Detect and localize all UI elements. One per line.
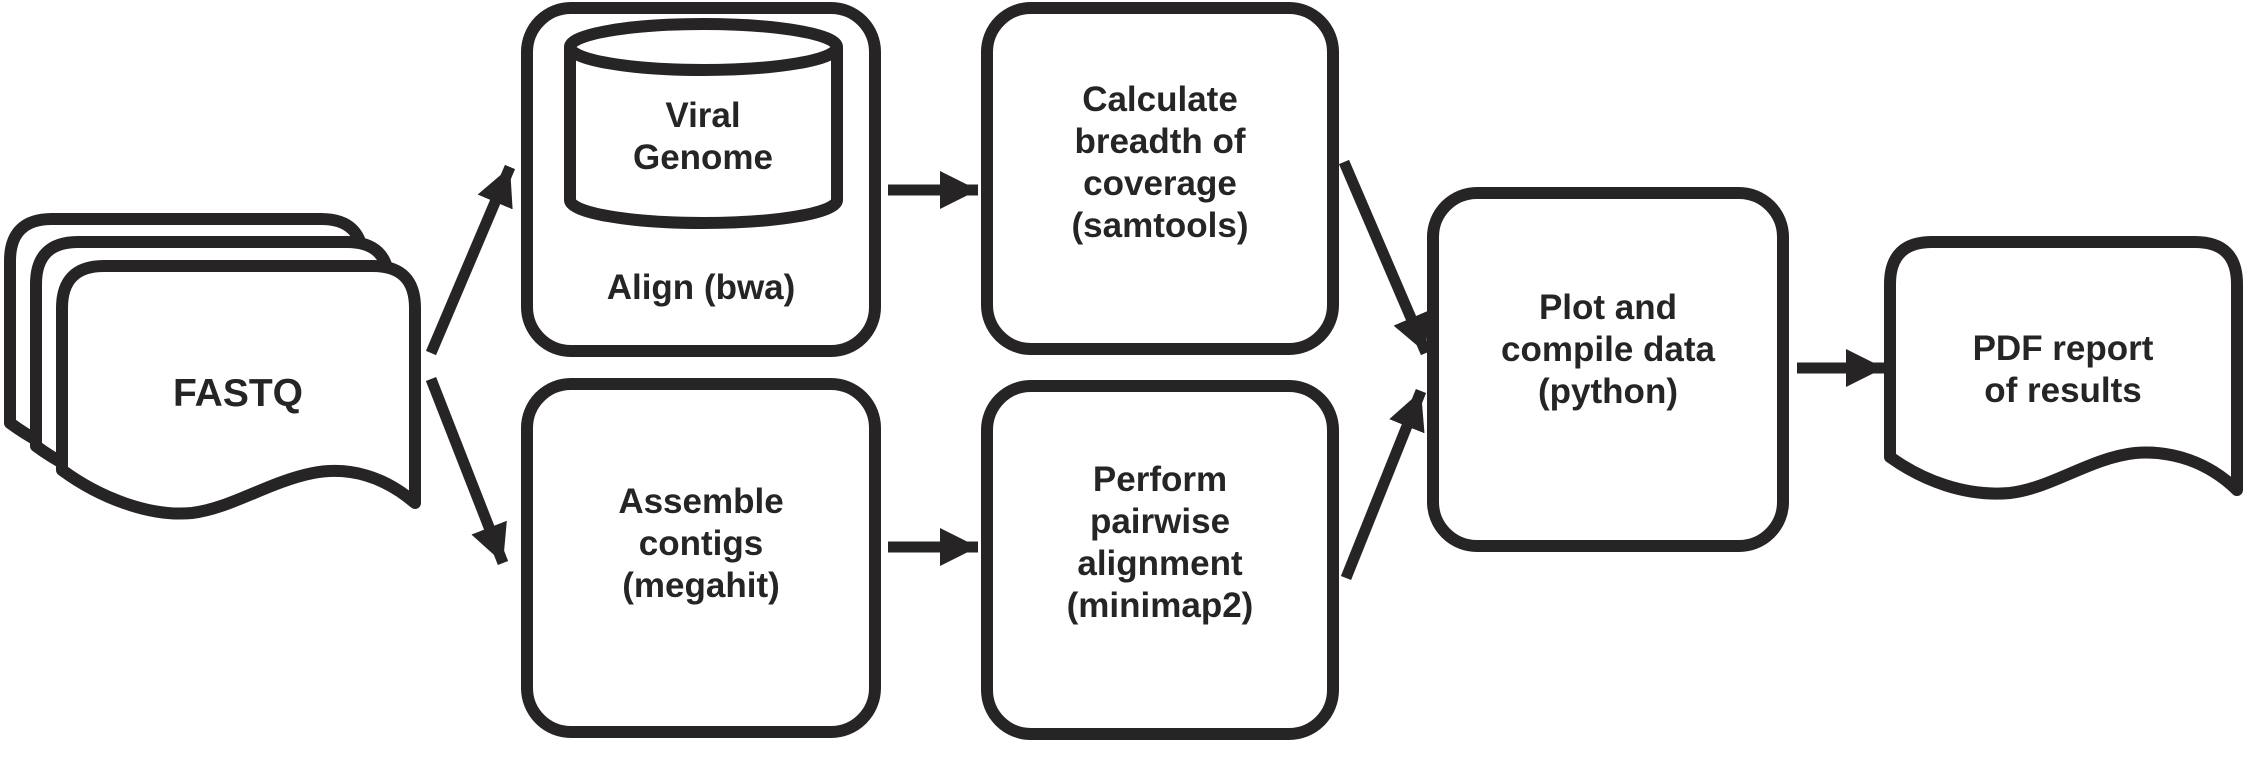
arrow-fastq-to-align [425, 164, 516, 356]
fastq-stack-icon [4, 213, 421, 520]
arrow-coverage-to-plot [1338, 159, 1432, 356]
align-label: Align (bwa) [606, 268, 796, 307]
cylinder-body [564, 47, 843, 229]
viral-genome-label: Viral Genome [632, 96, 774, 177]
fastq-label: FASTQ [172, 372, 304, 415]
plot-box [1427, 187, 1789, 552]
pairwise-box [981, 380, 1339, 740]
coverage-box [981, 2, 1339, 355]
database-cylinder-icon [564, 18, 843, 229]
coverage-label: Calculate breadth of coverage (samtools) [1071, 80, 1249, 245]
report-label: PDF report of results [1972, 329, 2154, 410]
fastq-page-front [56, 260, 421, 520]
assemble-label: Assemble contigs (megahit) [618, 482, 784, 605]
arrow-fastq-to-assemble [425, 376, 509, 566]
pdf-document-icon [1884, 236, 2243, 500]
cylinder-top [564, 18, 843, 76]
assemble-box [521, 378, 881, 738]
arrow-pairwise-to-plot [1340, 388, 1427, 581]
pairwise-label: Perform pairwise alignment (minimap2) [1066, 460, 1254, 625]
pdf-document-shape [1884, 236, 2243, 500]
plot-label: Plot and compile data (python) [1501, 288, 1715, 411]
flow-arrows [425, 159, 1884, 581]
